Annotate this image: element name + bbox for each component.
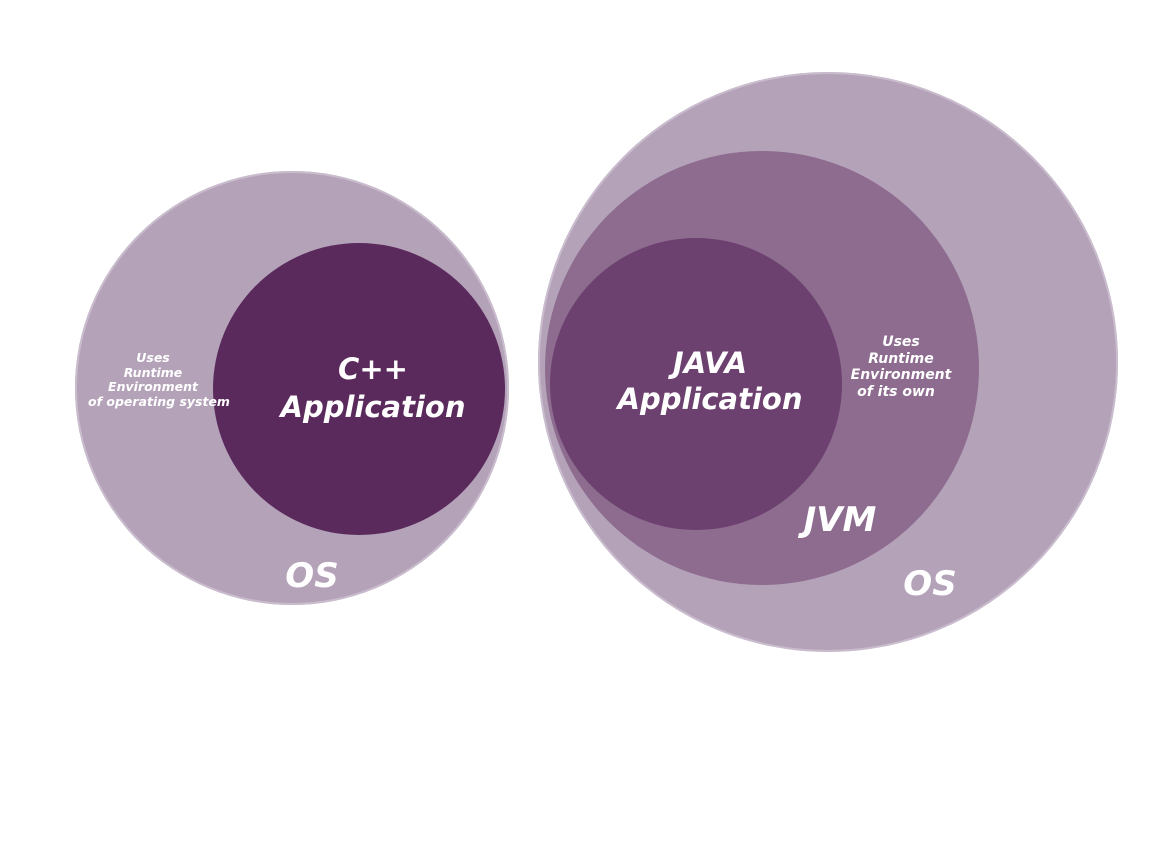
cpp-note-line-3: Environment	[108, 379, 198, 394]
java-os-label: OS	[903, 564, 957, 604]
cpp-os-label: OS	[285, 556, 339, 596]
java-app-label-line-2: Application	[617, 382, 803, 416]
java-note-line-4: of its own	[857, 383, 935, 400]
cpp-note-line-4: of operating system	[88, 393, 230, 409]
cpp-app-label-line-1: C++	[338, 352, 408, 386]
cpp-runtime-note: Uses Runtime Environment of operating sy…	[78, 350, 230, 409]
cpp-note-line-1: Uses	[136, 350, 170, 365]
java-runtime-note: Uses Runtime Environment of its own	[840, 334, 962, 400]
cpp-app-label-line-2: Application	[280, 390, 466, 424]
java-note-line-3: Environment	[850, 367, 952, 383]
java-application-label: JAVA Application	[600, 345, 820, 417]
jvm-label: JVM	[803, 500, 877, 540]
java-app-label-line-1: JAVA	[672, 346, 748, 380]
cpp-application-circle	[213, 243, 505, 535]
cpp-note-line-2: Runtime	[123, 364, 183, 380]
java-application-circle	[550, 238, 842, 530]
java-note-line-1: Uses	[882, 334, 920, 350]
java-note-line-2: Runtime	[868, 350, 934, 367]
cpp-application-label: C++ Application	[268, 350, 478, 426]
